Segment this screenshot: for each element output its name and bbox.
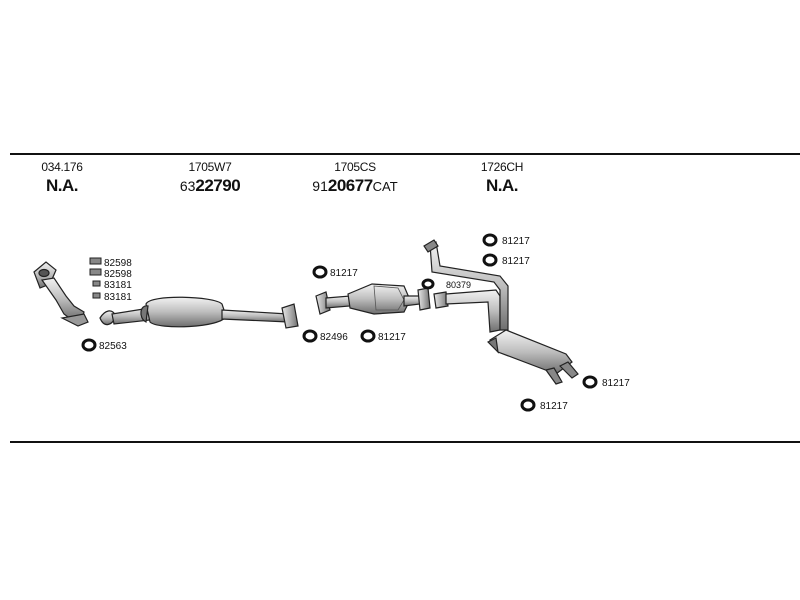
callout-label: 83181: [104, 292, 132, 303]
column-middle-silencer: 1705W7 6322790: [165, 160, 255, 196]
pipe-flange: [60, 313, 89, 327]
ref-value: N.A.: [46, 176, 79, 195]
ref-suffix: CAT: [372, 179, 398, 194]
outlet-flange: [281, 303, 299, 329]
callout-label: 81217: [378, 332, 406, 343]
part-number: 034.176: [41, 160, 83, 174]
gasket-plate-icon: [89, 268, 102, 276]
manifold-port: [38, 268, 50, 278]
down-pipe: [40, 277, 85, 321]
ref-value: 6322790: [165, 176, 255, 196]
callout-label: 83181: [104, 280, 132, 291]
cat-heatshield: [373, 285, 405, 311]
callout-label: 81217: [602, 378, 630, 389]
callout-label: 82496: [320, 332, 348, 343]
cat-inlet-pipe: [325, 295, 351, 309]
ref-value: 9120677CAT: [300, 176, 410, 196]
part-number: 1705CS: [334, 160, 376, 174]
ring-mount-icon: [482, 233, 498, 247]
cat-body: [347, 283, 411, 315]
silencer-end-cap: [140, 305, 149, 323]
ring-mount-icon: [421, 278, 435, 290]
ring-mount-icon: [482, 253, 498, 267]
clamp-icon: [92, 292, 101, 299]
callout-label: 80379: [446, 280, 471, 290]
rear-pipe-upper: [429, 241, 509, 331]
outlet-pipe: [221, 309, 289, 323]
ref-number: 20677: [327, 176, 373, 195]
ring-mount-icon: [520, 398, 536, 412]
ring-mount-icon: [360, 329, 376, 343]
ring-mount-icon: [302, 329, 318, 343]
callout-label: 81217: [540, 401, 568, 412]
ref-prefix: 63: [179, 178, 196, 194]
catalytic-converter: [315, 283, 431, 315]
rear-silencer: [423, 239, 579, 385]
middle-silencer: [99, 296, 299, 329]
cat-outlet-flange: [417, 287, 431, 311]
rear-silencer-cap: [486, 337, 499, 354]
ref-prefix: 91: [312, 178, 328, 194]
column-catalyst: 1705CS 9120677CAT: [300, 160, 410, 196]
gasket-plate-icon: [89, 257, 102, 265]
front-pipe: [33, 261, 89, 327]
column-front-pipe: 034.176 N.A.: [32, 160, 92, 196]
rear-pipe-end: [423, 239, 439, 253]
callout-label: 81217: [502, 256, 530, 267]
gasket-icon: [89, 257, 102, 299]
ring-mount-icon: [81, 338, 97, 352]
rubber-mounts: [81, 233, 598, 412]
top-rule: [10, 153, 800, 155]
callout-label: 82598: [104, 258, 132, 269]
rear-inlet-flange: [433, 291, 449, 309]
cat-outlet-pipe: [403, 295, 421, 307]
part-number: 1726CH: [480, 160, 524, 174]
ring-mount-icon: [312, 265, 328, 279]
tailpipe-left: [544, 367, 563, 385]
callout-label: 82598: [104, 269, 132, 280]
tailpipe-right: [558, 361, 579, 379]
part-number: 1705W7: [188, 160, 232, 174]
clamp-icon: [92, 280, 101, 287]
callout-label: 81217: [502, 236, 530, 247]
rear-pipe-lower: [445, 289, 501, 333]
silencer-body: [145, 296, 227, 328]
ref-number: 22790: [195, 176, 241, 195]
ref-value: N.A.: [486, 176, 519, 195]
callout-label: 81217: [330, 268, 358, 279]
ring-mount-icon: [582, 375, 598, 389]
callout-label: 82563: [99, 341, 127, 352]
rear-silencer-body: [489, 329, 573, 375]
bottom-rule: [10, 441, 800, 443]
column-rear-silencer: 1726CH N.A.: [472, 160, 532, 196]
